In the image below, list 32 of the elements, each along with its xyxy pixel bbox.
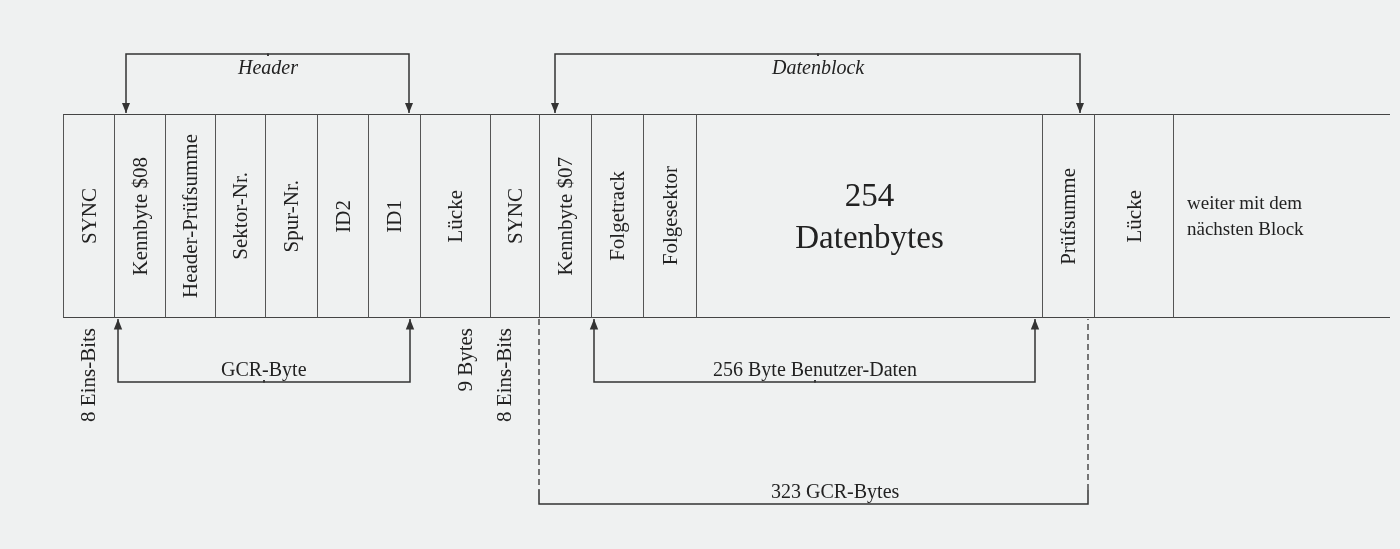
field-cell: weiter mit dem nächsten Block [1173,114,1390,318]
bracket-label: 256 Byte Benutzer-Daten [713,358,917,380]
bracket-label: Header [238,56,298,78]
bracket-arrow [113,318,265,383]
bracket-label: Datenblock [772,56,865,78]
bracket-arrow [121,53,269,114]
field-cell: Sektor-Nr. [215,114,265,318]
span-label: 323 GCR-Bytes [771,480,900,502]
field-cell: ID1 [368,114,420,318]
bracket-arrow [263,318,415,383]
field-cell: Lücke [420,114,490,318]
field-cell: SYNC [63,114,114,318]
bracket-arrow [589,318,816,383]
field-cell: Lücke [1094,114,1173,318]
bracket-arrow [814,318,1040,383]
field-cell: Kennbyte $07 [539,114,591,318]
field-cell: ID2 [317,114,368,318]
field-cell: Folgesektor [643,114,696,318]
bracket-arrow [267,53,414,114]
bracket-label: GCR-Byte [221,358,307,380]
field-cell: 254 Datenbytes [696,114,1042,318]
field-cell: Prüfsumme [1042,114,1094,318]
byte-count: 9 Bytes [452,328,478,392]
field-cell: SYNC [490,114,539,318]
field-cell: Folgetrack [591,114,643,318]
field-cell: Spur-Nr. [265,114,317,318]
bracket-arrow [817,53,1085,114]
field-cell: Kennbyte $08 [114,114,165,318]
field-cell: Header-Prüfsumme [165,114,215,318]
byte-count: 8 Eins-Bits [492,328,517,422]
byte-count: 8 Eins-Bits [76,328,101,422]
bracket-arrow [550,53,819,114]
